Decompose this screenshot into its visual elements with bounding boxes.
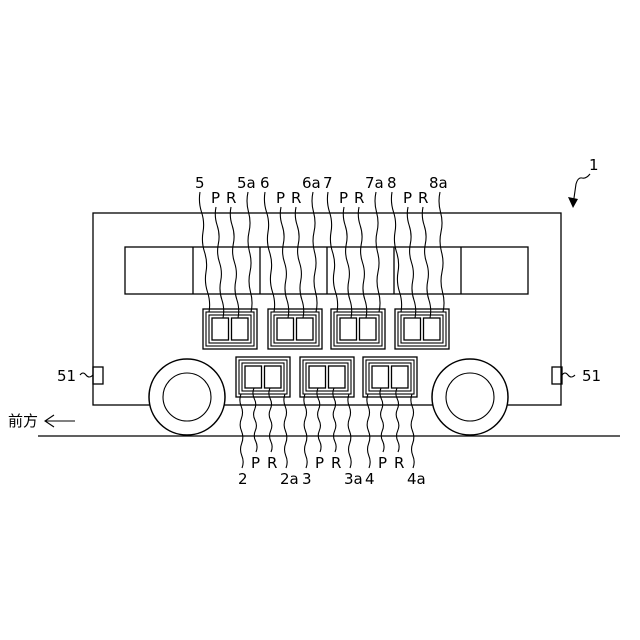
lower-unit-3	[300, 357, 354, 397]
upper-unit-8-r-leader	[422, 207, 430, 318]
lower-unit-4	[363, 357, 417, 397]
upper-unit-7-r-label: R	[354, 189, 364, 207]
lower-unit-4-r-label: R	[394, 454, 404, 472]
upper-unit-6-r-label: R	[291, 189, 301, 207]
upper-unit-7	[331, 309, 385, 349]
rear-wheel	[432, 359, 508, 435]
upper-unit-7-p-leader	[343, 207, 351, 318]
upper-unit-6-cell-p	[277, 318, 294, 340]
upper-unit-8-r-label: R	[418, 189, 428, 207]
lower-unit-2-cell-p	[245, 366, 262, 388]
lower-unit-2-cell-r	[265, 366, 282, 388]
lower-unit-4-cell-r	[392, 366, 409, 388]
upper-unit-8-a-label: 8a	[429, 174, 448, 192]
lower-unit-3-label: 3	[302, 470, 312, 488]
lower-unit-2-p-label: P	[251, 454, 260, 472]
units-layer: 5PR5a6PR6a7PR7a8PR8a2PR2a3PR3a4PR4a	[195, 174, 449, 488]
upper-unit-7-r-leader	[358, 207, 366, 318]
upper-unit-8-cell-p	[404, 318, 421, 340]
upper-unit-5-a-label: 5a	[237, 174, 256, 192]
upper-unit-8-p-label: P	[403, 189, 412, 207]
sensor-label-left: 51	[57, 367, 76, 385]
upper-unit-5-r-leader	[230, 207, 238, 318]
sensor-label-right: 51	[582, 367, 601, 385]
sensor-left-leader	[80, 373, 93, 377]
upper-unit-7-a-label: 7a	[365, 174, 384, 192]
upper-unit-5-cell-p	[212, 318, 229, 340]
upper-unit-6-cell-r	[297, 318, 314, 340]
upper-unit-5-p-leader	[215, 207, 223, 318]
upper-unit-7-p-label: P	[339, 189, 348, 207]
window-band	[125, 247, 528, 294]
lower-unit-3-r-label: R	[331, 454, 341, 472]
upper-unit-8-cell-r	[424, 318, 441, 340]
direction-label: 前方	[8, 412, 38, 430]
upper-unit-7-cell-r	[360, 318, 377, 340]
lower-unit-2-r-label: R	[267, 454, 277, 472]
upper-unit-5-r-label: R	[226, 189, 236, 207]
upper-unit-6-label: 6	[260, 174, 270, 192]
upper-unit-7-cell-p	[340, 318, 357, 340]
upper-unit-5-cell-r	[232, 318, 249, 340]
sensor-right-leader	[562, 373, 575, 377]
upper-unit-6-r-leader	[295, 207, 303, 318]
lower-unit-4-a-label: 4a	[407, 470, 426, 488]
upper-unit-5-p-label: P	[211, 189, 220, 207]
upper-unit-5-label: 5	[195, 174, 205, 192]
vehicle-label: 1	[589, 156, 599, 174]
upper-unit-6-a-label: 6a	[302, 174, 321, 192]
front-wheel	[149, 359, 225, 435]
lower-unit-3-p-label: P	[315, 454, 324, 472]
lower-unit-4-p-label: P	[378, 454, 387, 472]
sensor-left	[93, 367, 103, 384]
lower-unit-2	[236, 357, 290, 397]
upper-unit-8-p-leader	[407, 207, 415, 318]
lower-unit-3-a-label: 3a	[344, 470, 363, 488]
upper-unit-6-p-label: P	[276, 189, 285, 207]
vehicle-label-arrowhead	[568, 197, 578, 208]
lower-unit-4-label: 4	[365, 470, 375, 488]
lower-unit-4-cell-p	[372, 366, 389, 388]
upper-unit-5	[203, 309, 257, 349]
lower-unit-2-label: 2	[238, 470, 248, 488]
upper-unit-8-label: 8	[387, 174, 397, 192]
upper-unit-8	[395, 309, 449, 349]
lower-unit-3-cell-r	[329, 366, 346, 388]
upper-unit-6	[268, 309, 322, 349]
upper-unit-6-p-leader	[280, 207, 288, 318]
lower-unit-3-cell-p	[309, 366, 326, 388]
upper-unit-7-label: 7	[323, 174, 333, 192]
lower-unit-2-a-label: 2a	[280, 470, 299, 488]
